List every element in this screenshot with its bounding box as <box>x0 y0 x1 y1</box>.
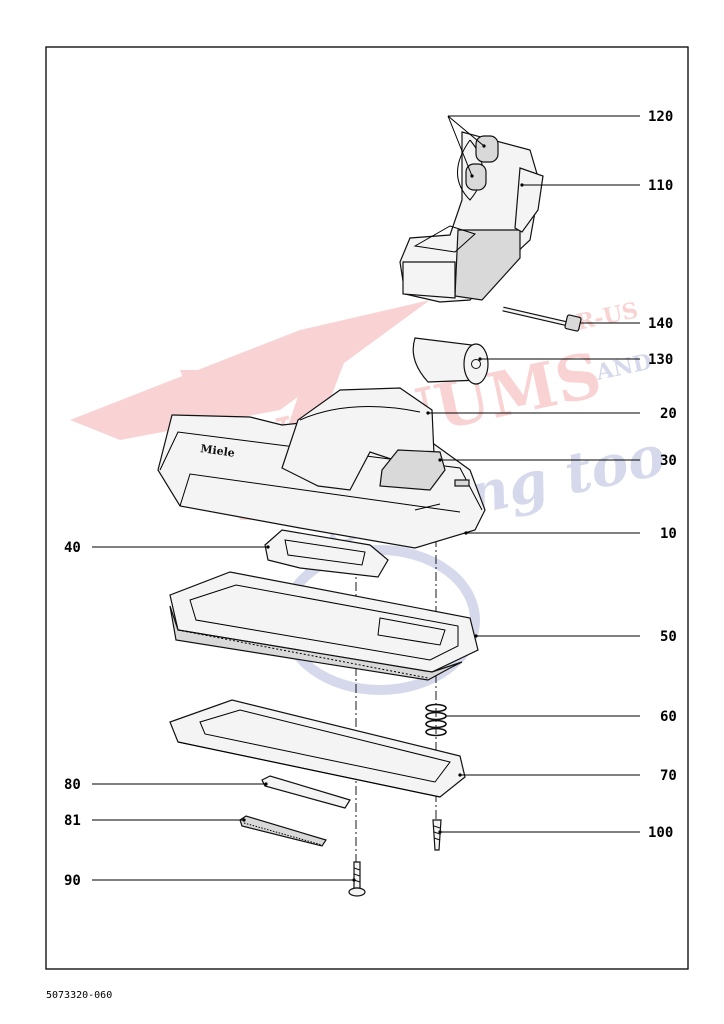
leader-lines <box>92 115 640 882</box>
callout-70: 70 <box>660 768 677 784</box>
part-50-sole-plate <box>169 571 479 681</box>
callout-130: 130 <box>648 352 673 368</box>
callout-60: 60 <box>660 709 677 725</box>
callout-140: 140 <box>648 316 673 332</box>
part-80-strip <box>261 775 351 809</box>
callout-20: 20 <box>660 406 677 422</box>
part-90-screw <box>348 861 366 897</box>
callout-81: 81 <box>64 813 81 829</box>
watermark-rus-text: R-US <box>574 297 641 335</box>
part-120-release-buttons <box>465 135 499 191</box>
part-110-swivel-neck <box>399 131 544 303</box>
callout-30: 30 <box>660 453 677 469</box>
watermark-and-text: AND <box>593 349 654 386</box>
callout-90: 90 <box>64 873 81 889</box>
watermark-red-banner <box>70 300 430 440</box>
callout-100: 100 <box>648 825 673 841</box>
callout-40: 40 <box>64 540 81 556</box>
callout-120: 120 <box>648 109 673 125</box>
part-81-strip <box>239 815 327 847</box>
callout-50: 50 <box>660 629 677 645</box>
part-30-slide-switch <box>379 449 446 491</box>
part-140-axle-pin <box>502 306 582 332</box>
brand-logo-text: Miele <box>200 442 236 460</box>
part-130-roller <box>412 337 489 385</box>
part-100-screw <box>432 819 442 851</box>
watermark-red-v <box>180 360 345 520</box>
part-70-base-plate <box>169 699 466 798</box>
callout-10: 10 <box>660 526 677 542</box>
document-number: 5073320-060 <box>46 990 112 1001</box>
callout-80: 80 <box>64 777 81 793</box>
callout-110: 110 <box>648 178 673 194</box>
drawing-frame <box>45 46 689 970</box>
callout-labels: 120 110 140 130 20 30 10 40 50 60 70 80 … <box>64 109 677 889</box>
part-40-valve-frame <box>264 529 389 578</box>
